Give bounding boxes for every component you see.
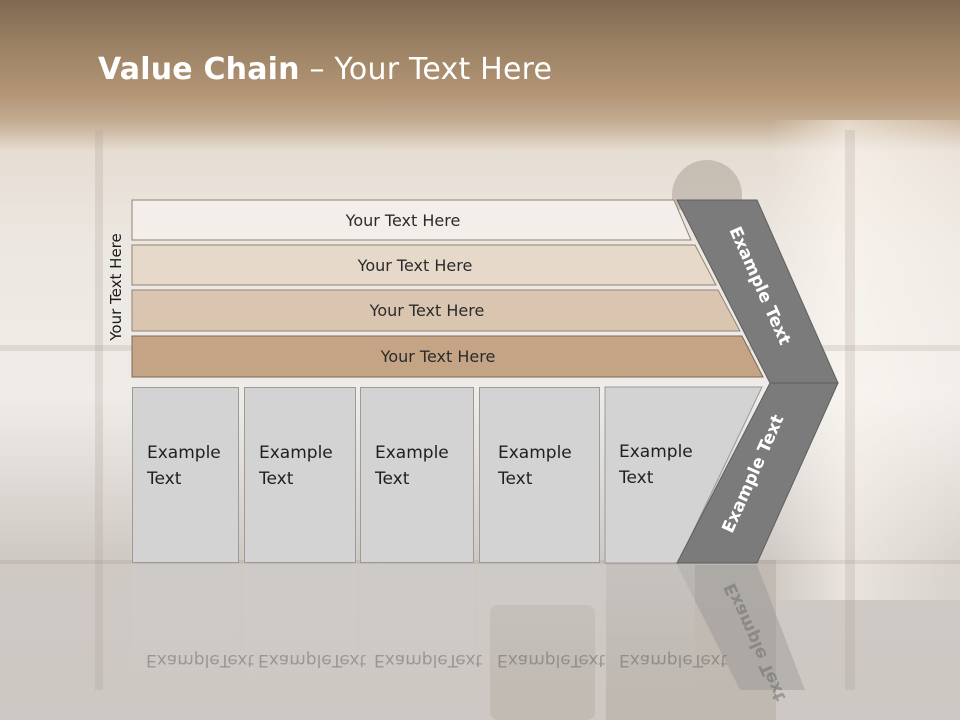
bar-shape-3 (131, 289, 741, 332)
column-5-line2: Text (619, 468, 654, 488)
column-1-reflection: ExampleText (132, 565, 254, 685)
column-4-reflection-line1: Example (497, 650, 571, 670)
bar-4-label: Your Text Here (380, 347, 496, 366)
bar-2: Your Text Here (132, 245, 716, 285)
column-3-reflection-line2: Text (447, 650, 483, 670)
window-mullion (845, 130, 855, 690)
window-mullion (95, 130, 103, 690)
column-5-line1: Example (619, 442, 693, 462)
column-5-reflection-line1: Example (619, 650, 693, 670)
column-1-line1: Example (147, 443, 221, 463)
bar-shape-4 (131, 335, 764, 378)
person-silhouette (606, 560, 776, 720)
column-3-reflection: ExampleText (360, 565, 482, 685)
column-5-reflection-line2: Text (692, 650, 728, 670)
column-2-reflection: ExampleText (244, 565, 366, 685)
column-3-line2: Text (375, 469, 410, 489)
column-1-line2: Text (147, 469, 182, 489)
column-4-reflection: ExampleText (479, 565, 605, 685)
column-1-reflection-line1: Example (146, 650, 220, 670)
bar-4: Your Text Here (132, 336, 762, 377)
column-3-reflection-line1: Example (374, 650, 448, 670)
column-5-reflection: ExampleText (605, 565, 727, 685)
column-4-line1: Example (498, 443, 572, 463)
title-rest: – Your Text Here (299, 52, 553, 87)
chevron-reflection (677, 565, 805, 690)
slide-title: Value Chain – Your Text Here (98, 52, 552, 87)
column-2-line2: Text (259, 469, 294, 489)
luggage-silhouette (490, 605, 595, 720)
title-bold-part: Value Chain (98, 52, 300, 87)
column-3-line1: Example (375, 443, 449, 463)
bar-3: Your Text Here (132, 290, 740, 331)
bar-shape-2 (131, 244, 717, 286)
column-2-line1: Example (259, 443, 333, 463)
column-2-reflection-line1: Example (258, 650, 332, 670)
bar-1-label: Your Text Here (345, 210, 461, 230)
chevron-bottom (676, 382, 839, 564)
column-4-reflection-line2: Text (570, 650, 606, 670)
bar-1: Your Text Here (132, 200, 692, 240)
column-4-line2: Text (498, 469, 533, 489)
bar-shape-1 (131, 199, 692, 241)
bar-2-label: Your Text Here (357, 255, 473, 275)
bar-3-label: Your Text Here (369, 301, 485, 320)
